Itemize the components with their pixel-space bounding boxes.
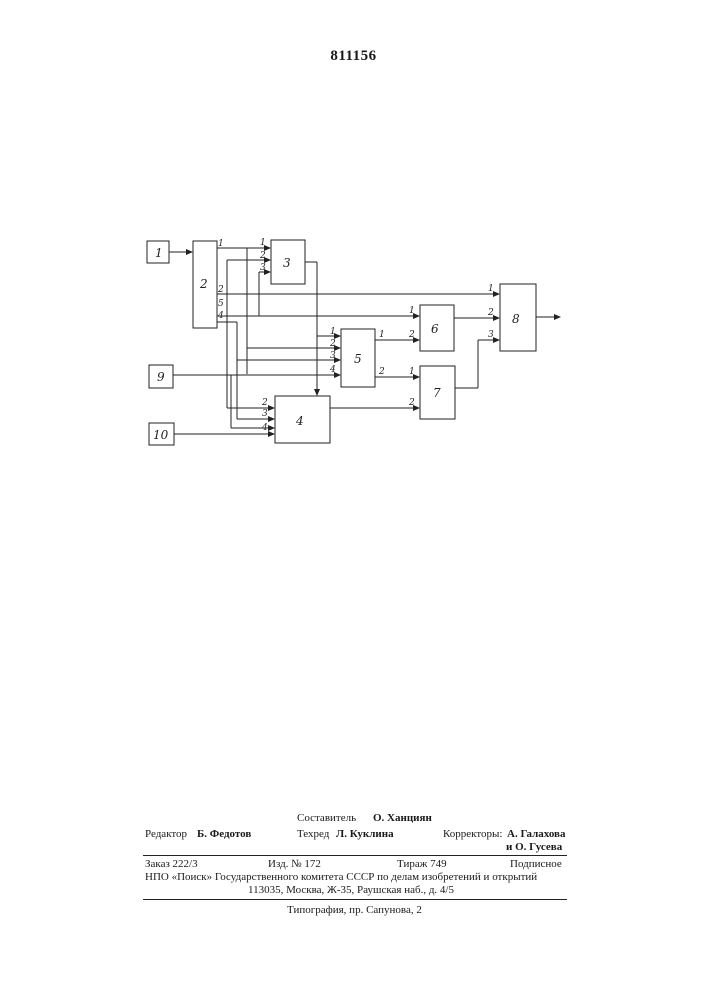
compiler-name: О. Ханциян <box>373 812 432 824</box>
corrector-1: А. Галахова <box>507 828 566 840</box>
edition: Изд. № 172 <box>268 858 321 870</box>
editor-name: Б. Федотов <box>197 828 251 840</box>
editor-label: Редактор <box>145 828 187 840</box>
address-line: 113035, Москва, Ж-35, Раушская наб., д. … <box>248 884 454 896</box>
divider <box>143 855 567 856</box>
subscription: Подписное <box>510 858 562 870</box>
techred-label: Техред <box>297 828 329 840</box>
printing-house: Типография, пр. Сапунова, 2 <box>287 904 422 916</box>
corrector-2: и О. Гусева <box>506 841 562 853</box>
compiler-label: Составитель <box>297 812 356 824</box>
divider <box>143 899 567 900</box>
publisher-line: НПО «Поиск» Государственного комитета СС… <box>145 871 537 883</box>
correctors-label: Корректоры: <box>443 828 502 840</box>
print-run: Тираж 749 <box>397 858 447 870</box>
techred-name: Л. Куклина <box>336 828 394 840</box>
order: Заказ 222/3 <box>145 858 198 870</box>
